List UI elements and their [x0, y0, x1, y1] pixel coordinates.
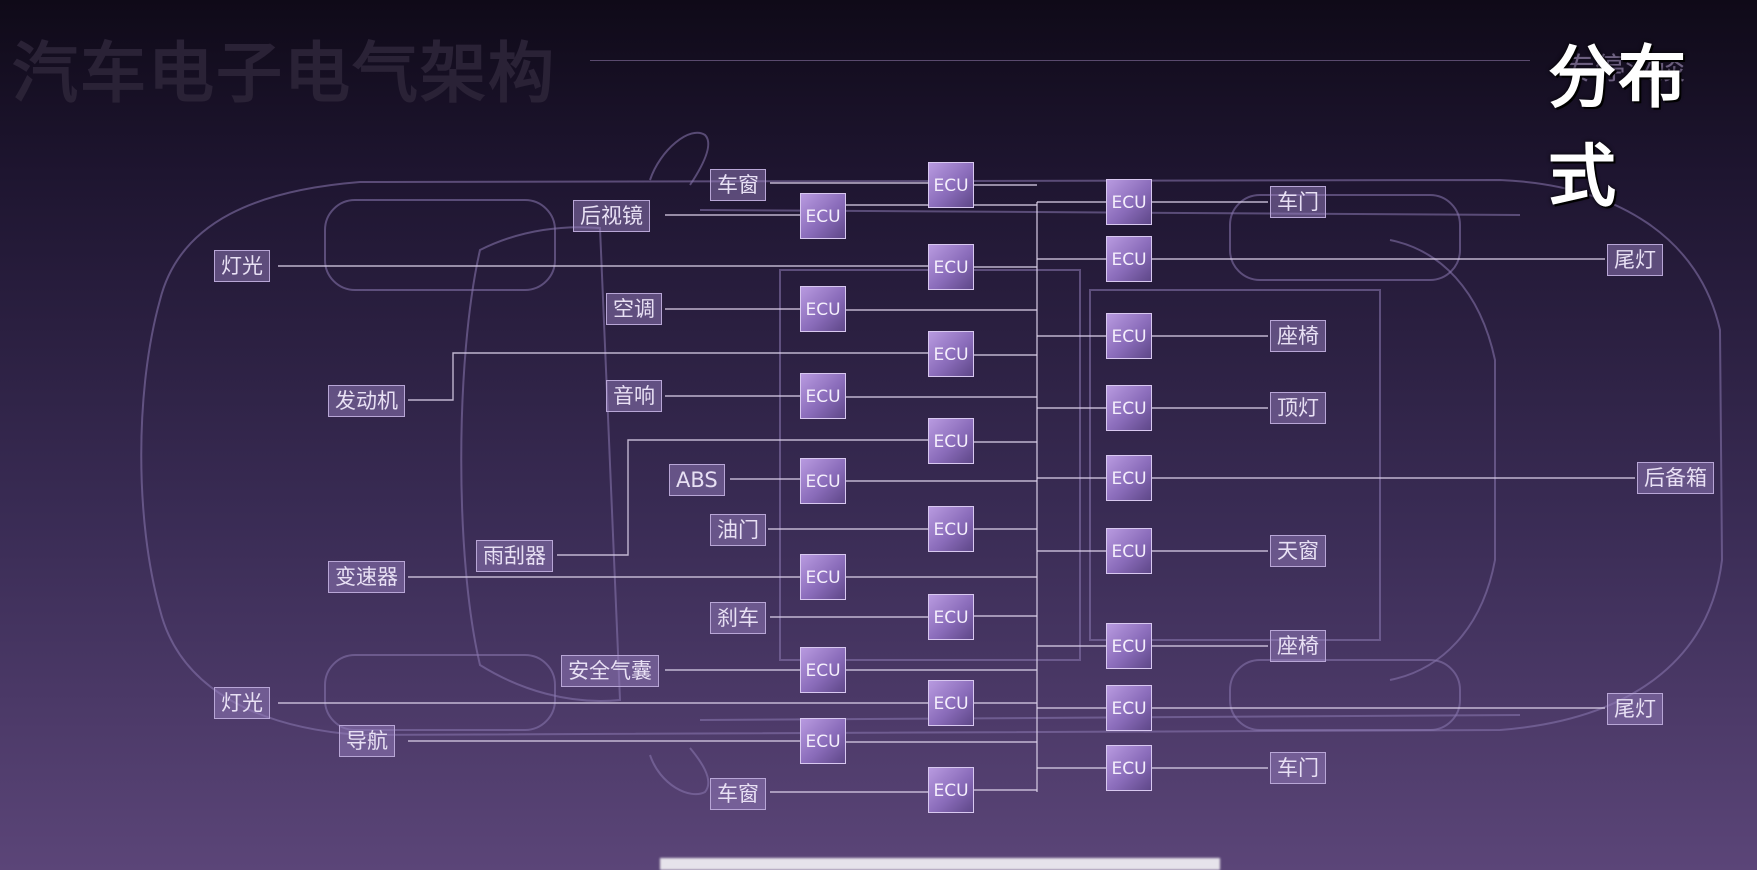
- label-door-top: 车门: [1270, 186, 1326, 218]
- ecu-door-top: ECU: [1106, 179, 1152, 225]
- label-throttle: 油门: [710, 514, 766, 546]
- ecu-throttle: ECU: [928, 506, 974, 552]
- label-taillight-top: 尾灯: [1607, 244, 1663, 276]
- label-engine: 发动机: [328, 385, 405, 417]
- label-trunk: 后备箱: [1637, 462, 1714, 494]
- label-seat-top: 座椅: [1270, 320, 1326, 352]
- ecu-taillight-bottom: ECU: [1106, 685, 1152, 731]
- ecu-roof-light: ECU: [1106, 385, 1152, 431]
- label-wiper: 雨刮器: [476, 540, 553, 572]
- ecu-gearbox: ECU: [800, 554, 846, 600]
- label-ac: 空调: [606, 293, 662, 325]
- label-sunroof: 天窗: [1270, 535, 1326, 567]
- ecu-window-bottom: ECU: [928, 767, 974, 813]
- label-seat-bottom: 座椅: [1270, 630, 1326, 662]
- ecu-seat-bottom: ECU: [1106, 623, 1152, 669]
- label-roof-light: 顶灯: [1270, 392, 1326, 424]
- ecu-trunk: ECU: [1106, 455, 1152, 501]
- ecu-wiper: ECU: [928, 418, 974, 464]
- ecu-seat-top: ECU: [1106, 313, 1152, 359]
- ecu-navigation: ECU: [800, 718, 846, 764]
- ecu-abs: ECU: [800, 458, 846, 504]
- ecu-audio: ECU: [800, 373, 846, 419]
- label-light-top: 灯光: [214, 250, 270, 282]
- ecu-window-top: ECU: [928, 162, 974, 208]
- subtitle-ghost: 专停汉谈: [1565, 52, 1685, 87]
- label-audio: 音响: [606, 380, 662, 412]
- label-window-top: 车窗: [710, 169, 766, 201]
- page-title: 分布式: [1548, 39, 1689, 217]
- ecu-door-bottom: ECU: [1106, 745, 1152, 791]
- label-mirror: 后视镜: [573, 200, 650, 232]
- label-brake: 刹车: [710, 602, 766, 634]
- header-rule: [590, 60, 1530, 61]
- ecu-light-top: ECU: [928, 244, 974, 290]
- label-abs: ABS: [669, 464, 725, 496]
- ecu-taillight-top: ECU: [1106, 236, 1152, 282]
- label-door-bottom: 车门: [1270, 752, 1326, 784]
- label-airbag: 安全气囊: [561, 655, 659, 687]
- label-gearbox: 变速器: [328, 561, 405, 593]
- ecu-sunroof: ECU: [1106, 528, 1152, 574]
- cropped-caption: [660, 858, 1220, 870]
- ecu-airbag: ECU: [800, 647, 846, 693]
- label-taillight-bottom: 尾灯: [1607, 693, 1663, 725]
- label-navigation: 导航: [339, 725, 395, 757]
- ecu-ac: ECU: [800, 286, 846, 332]
- ecu-brake: ECU: [928, 594, 974, 640]
- label-light-bottom: 灯光: [214, 687, 270, 719]
- label-window-bottom: 车窗: [710, 778, 766, 810]
- ghost-title: 汽车电子电气架构: [12, 35, 556, 112]
- ecu-mirror: ECU: [800, 193, 846, 239]
- ecu-light-bottom: ECU: [928, 680, 974, 726]
- ecu-engine: ECU: [928, 331, 974, 377]
